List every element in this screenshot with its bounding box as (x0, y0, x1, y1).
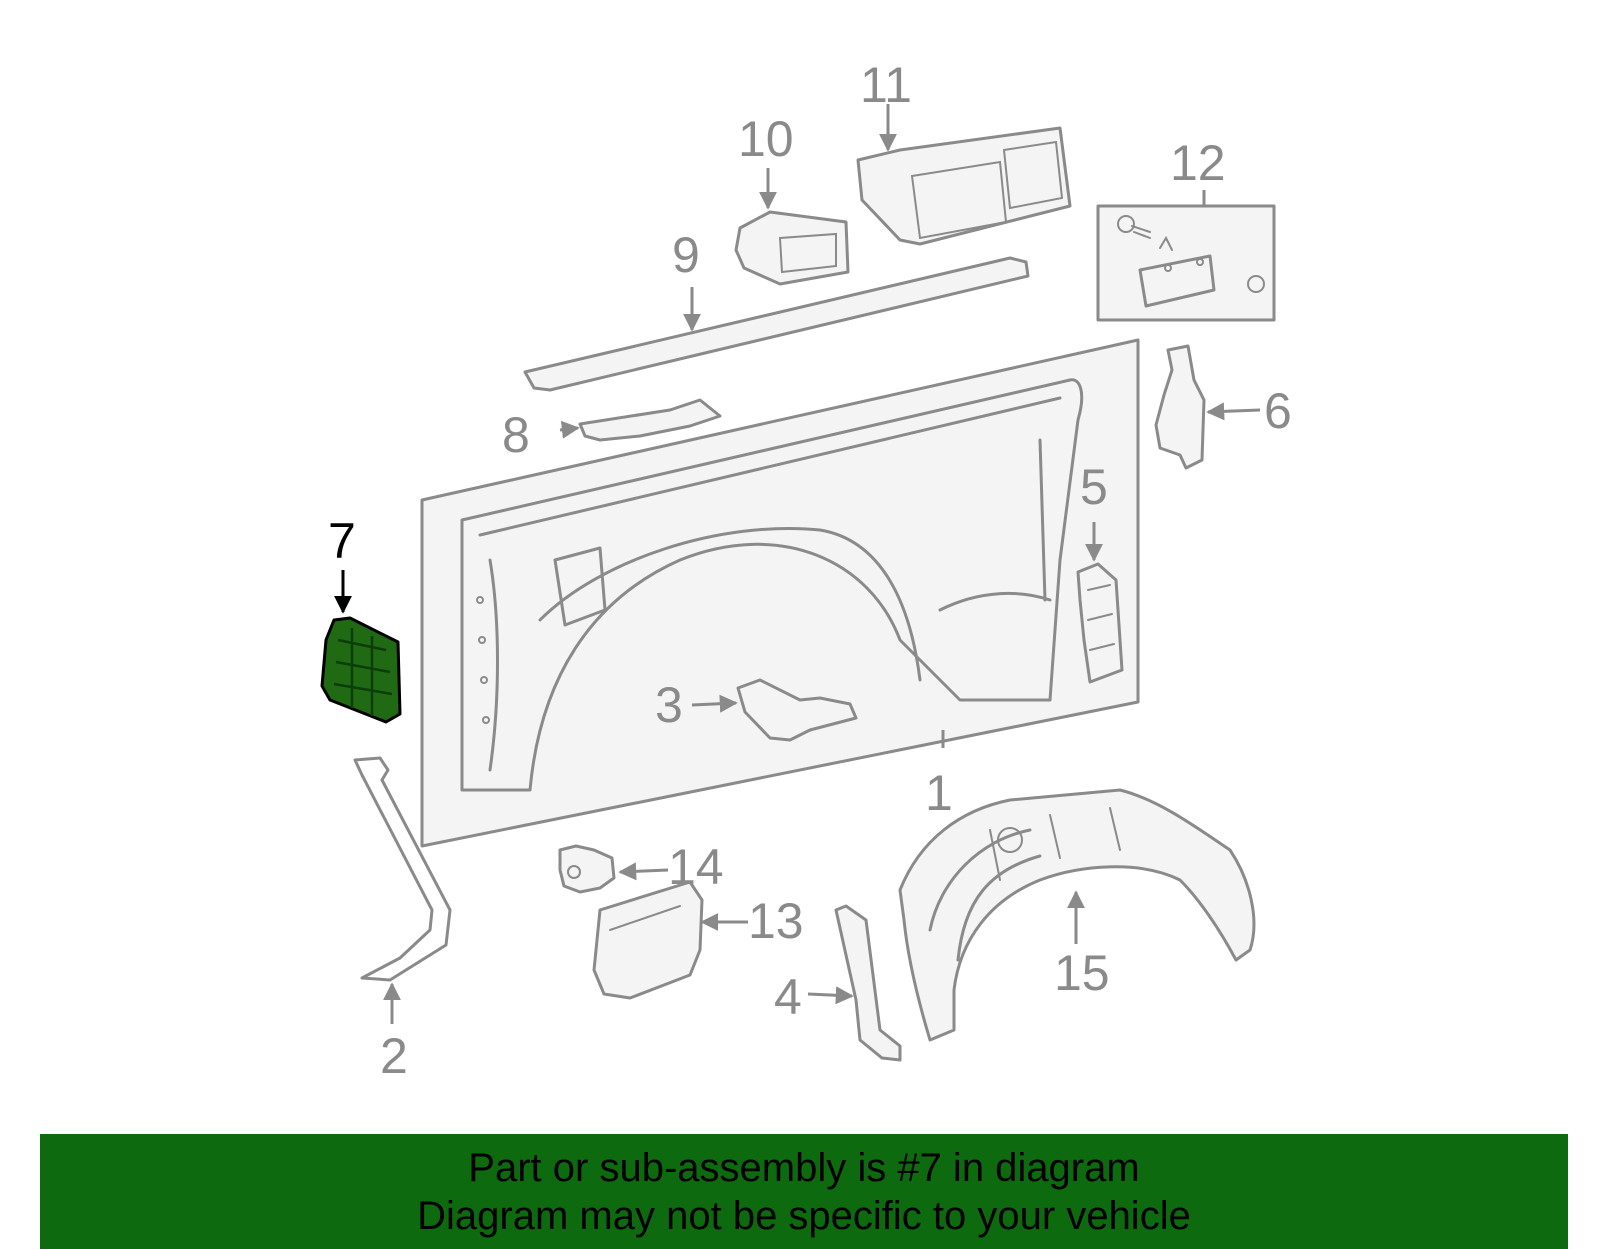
callout-7: 7 (328, 513, 356, 569)
banner-line-1: Part or sub-assembly is #7 in diagram (468, 1146, 1140, 1190)
callout-12: 12 (1170, 135, 1226, 191)
part-4-reinforcement[interactable] (807, 904, 902, 1062)
callout-14: 14 (668, 839, 724, 895)
info-banner: Part or sub-assembly is #7 in diagram Di… (40, 1134, 1568, 1249)
part-14-hinge[interactable] (558, 844, 669, 894)
part-10-stake-pocket[interactable] (734, 168, 850, 286)
banner-line-2: Diagram may not be specific to your vehi… (417, 1194, 1191, 1238)
part-7-highlighted[interactable] (320, 570, 402, 724)
part-15-wheelhouse[interactable] (898, 788, 1256, 1042)
callout-6: 6 (1264, 383, 1292, 439)
part-11-stake-pocket[interactable] (856, 104, 1072, 246)
callout-1: 1 (925, 765, 953, 821)
part-3-bracket[interactable] (691, 678, 858, 742)
callout-4: 4 (774, 969, 802, 1025)
part-1-bed-side-panel[interactable] (420, 338, 1140, 848)
part-13-fuel-door[interactable] (592, 880, 748, 1000)
part-5-reinforcement[interactable] (1076, 522, 1124, 684)
part-12-hardware-kit[interactable] (1096, 190, 1276, 322)
callout-8: 8 (502, 407, 530, 463)
callout-15: 15 (1054, 945, 1110, 1001)
callout-13: 13 (748, 893, 804, 949)
callout-2: 2 (380, 1028, 408, 1084)
part-8-bracket[interactable] (559, 398, 722, 442)
part-6-bracket[interactable] (1154, 344, 1261, 470)
callout-11: 11 (860, 57, 912, 113)
callout-3: 3 (655, 677, 683, 733)
callout-5: 5 (1080, 459, 1108, 515)
part-9-rail-cap[interactable] (523, 256, 1030, 392)
part-2-brace[interactable] (353, 756, 452, 1024)
callout-10: 10 (738, 111, 794, 167)
callout-9: 9 (672, 227, 700, 283)
